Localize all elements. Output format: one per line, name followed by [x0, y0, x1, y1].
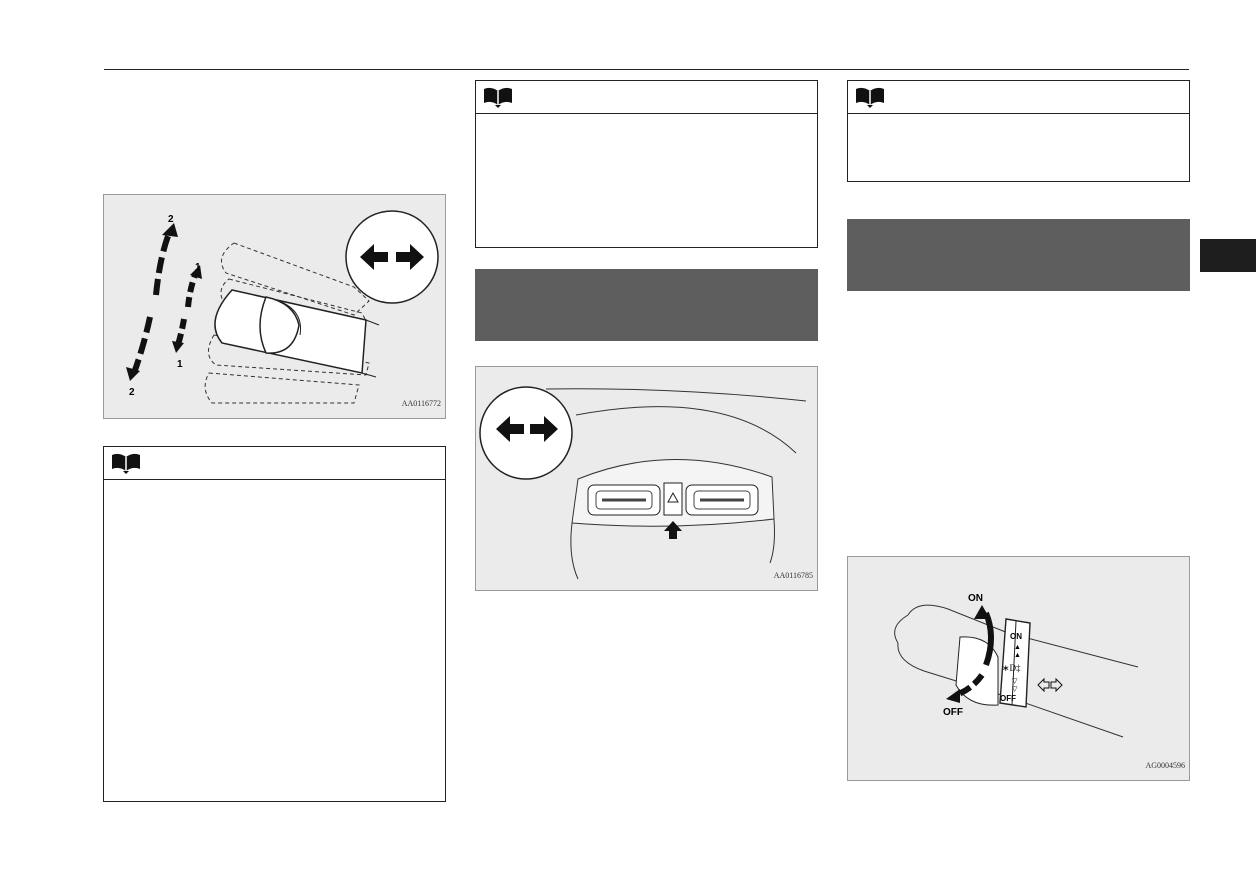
figure-code: AA0116772 [401, 399, 441, 408]
figure-code: AA0116785 [773, 571, 813, 580]
figure-code: AG0004596 [1145, 761, 1185, 770]
ring-label-off: OFF [1000, 694, 1016, 703]
hazard-triangle-icon [667, 491, 679, 503]
arrow-label-1-top: 1 [195, 262, 201, 273]
section-thumb-tab [1200, 239, 1256, 272]
off-label: OFF [943, 707, 963, 718]
turn-signal-arrows-icon [360, 244, 424, 270]
ring-mark: ▲ [1014, 651, 1021, 659]
top-rule [104, 69, 1189, 70]
note-header [848, 81, 1189, 114]
arrow-label-2-top: 2 [168, 214, 174, 225]
lever-figure: 2 1 1 2 AA0116772 [103, 194, 446, 419]
turn-signal-arrows-icon [496, 416, 558, 442]
note-box-left [103, 446, 446, 802]
on-label: ON [968, 593, 983, 604]
fog-switch-illustration: ON ▲ ▲ ∗D‡ ▽ ▽ OFF ON OFF [894, 593, 1139, 738]
ring-mark: ▽ [1012, 677, 1018, 685]
arrow-label-2-bottom: 2 [129, 387, 135, 398]
book-note-icon [112, 453, 140, 474]
lever-illustration: 2 1 1 2 [126, 210, 439, 404]
ring-mark: ▲ [1014, 643, 1021, 651]
note-box-middle [475, 80, 818, 248]
note-header [476, 81, 817, 114]
section-heading-band-right [847, 219, 1190, 291]
note-box-right [847, 80, 1190, 182]
book-note-icon [484, 87, 512, 108]
note-header [104, 447, 445, 480]
arrow-label-1-bottom: 1 [177, 359, 183, 370]
fog-switch-figure: ON ▲ ▲ ∗D‡ ▽ ▽ OFF ON OFF AG0004596 [847, 556, 1190, 781]
section-heading-band-middle [475, 269, 818, 341]
book-note-icon [856, 87, 884, 108]
dashboard-illustration [479, 386, 807, 580]
turn-signal-arrows-icon [1037, 677, 1063, 693]
ring-mark: ▽ [1012, 685, 1018, 693]
fog-light-symbol: ∗D‡ [1002, 663, 1021, 673]
hazard-figure: AA0116785 [475, 366, 818, 591]
ring-label-on: ON [1010, 632, 1022, 641]
